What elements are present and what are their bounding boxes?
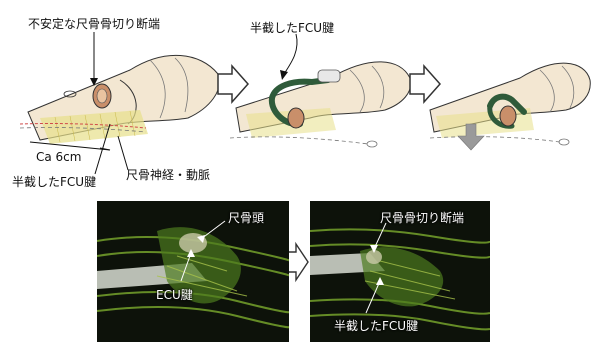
step-arrow-photos xyxy=(286,244,308,280)
step-arrow-1 xyxy=(218,66,248,102)
label-ulna-cut-end: 尺骨骨切り断端 xyxy=(380,212,464,224)
panel3-forearm xyxy=(430,63,590,150)
label-ulnar-nerve-artery: 尺骨神経・動脈 xyxy=(126,169,210,181)
step-arrow-2 xyxy=(410,66,440,102)
label-half-cut-fcu-photo: 半截したFCU腱 xyxy=(334,320,418,332)
panel2-forearm xyxy=(230,34,411,147)
label-half-cut-fcu-top: 半截したFCU腱 xyxy=(250,22,334,34)
label-ecu-tendon: ECU腱 xyxy=(156,289,193,301)
label-unstable-ulna-end: 不安定な尺骨骨切り断端 xyxy=(28,18,160,30)
label-ulnar-head: 尺骨頭 xyxy=(228,212,264,224)
label-half-cut-fcu-left: 半截したFCU腱 xyxy=(12,176,96,188)
label-ca-6cm: Ca 6cm xyxy=(36,151,81,163)
